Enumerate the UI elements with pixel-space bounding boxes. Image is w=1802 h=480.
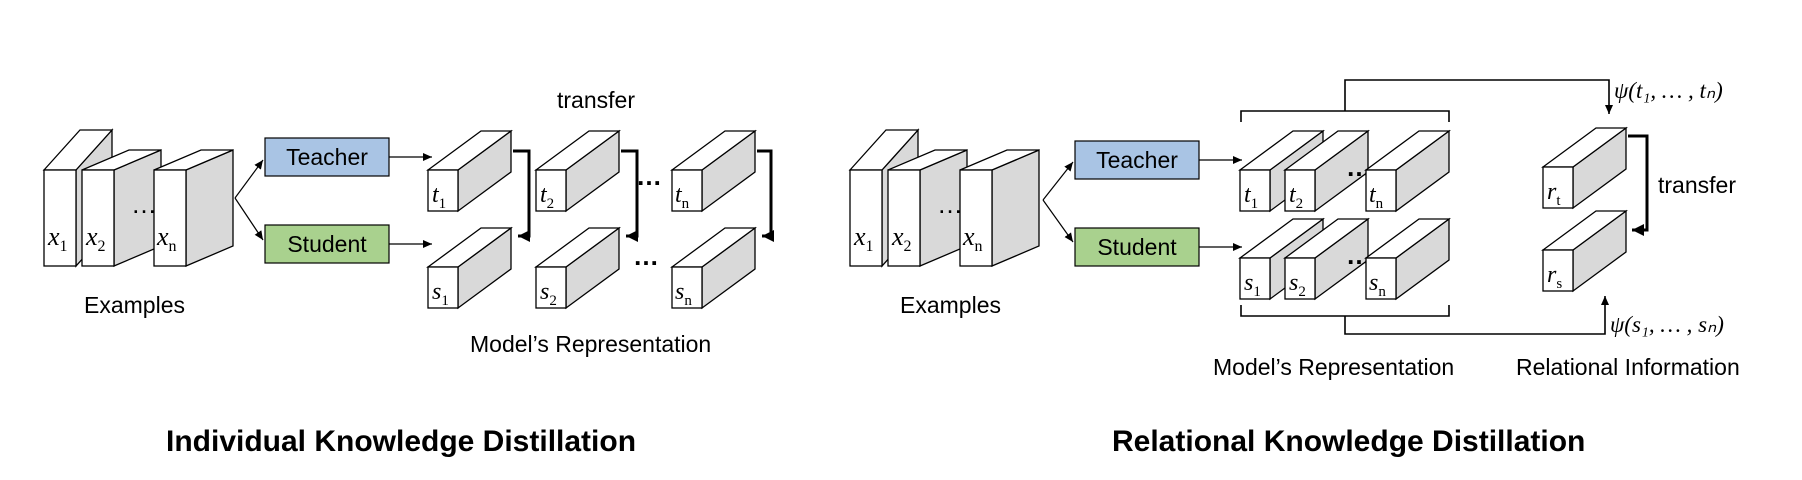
x1-label: x1 [47,222,68,255]
examples-to-student-line [234,197,264,241]
teacher-rep-cube-t1: t1 [426,129,513,213]
student-rep-cube-sn: sn [670,226,757,310]
teacher-rep-cube-t2: t2 [534,129,621,213]
student-label: Student [1097,234,1177,260]
examples-to-student-line [1042,199,1074,243]
relational-transfer-arrow [1628,134,1649,236]
x2-label: x2 [85,222,106,255]
student-box: Student [1074,227,1200,267]
student-rep-cube-s1: s1 [1238,217,1325,301]
student-label: Student [287,231,367,257]
s2-label: s2 [540,279,557,309]
t1-label: t1 [432,182,446,212]
student-rep-bracket [1240,305,1450,317]
teacher-box: Teacher [1074,140,1200,180]
relational-cube-rt: rt [1541,126,1628,210]
xn-label: xn [156,222,177,255]
teacher-label: Teacher [1096,147,1178,173]
tn-label: tn [675,182,690,212]
relational-cube-rs: rs [1541,209,1628,293]
model-representation-label: Model’s Representation [470,331,711,357]
t2-label: t2 [1289,182,1303,212]
student-rep-cube-s2: s2 [1283,217,1370,301]
tn-label: tn [1369,182,1384,212]
teacher-label: Teacher [286,144,368,170]
rs-label: rs [1547,262,1562,292]
transfer-arrow-2 [621,149,639,242]
s1-label: s1 [1244,270,1261,300]
example-cube-x2: x2 [81,149,162,267]
relational-kd-title: Relational Knowledge Distillation [1112,425,1585,458]
student-rep-cube-s1: s1 [426,226,513,310]
teacher-box: Teacher [264,137,390,177]
examples-ellipsis: … [131,189,157,219]
example-cube-xn: xn [153,149,234,267]
relational-information-label: Relational Information [1516,354,1740,380]
model-representation-label: Model’s Representation [1213,354,1454,380]
relational-transfer-label: transfer [1658,172,1736,198]
individual-kd-title: Individual Knowledge Distillation [166,425,636,458]
x2-label: x2 [891,222,912,255]
example-cube-x2: x2 [887,149,968,267]
s2-label: s2 [1289,270,1306,300]
sn-label: sn [1369,270,1386,300]
relational-kd-panel: x1 x2 … xn Examples Teacher Student [848,78,1740,458]
teacher-rep-cube-tn: tn [1364,129,1451,213]
transfer-label: transfer [557,87,635,113]
t2-label: t2 [540,182,554,212]
psi-student-label: ψ(s₁, … , sₙ) [1610,312,1724,337]
examples-label: Examples [84,292,185,318]
xn-label: xn [962,222,983,255]
teacher-rep-bracket [1240,110,1450,122]
teacher-rep-cube-tn: tn [670,129,757,213]
t1-label: t1 [1244,182,1258,212]
transfer-arrow-1 [513,149,531,242]
student-rep-cube-sn: sn [1364,217,1451,301]
teacher-rep-ellipsis: … [636,161,662,191]
individual-kd-panel: x1 x2 … xn Examples Teacher Student [42,87,774,458]
s1-label: s1 [432,279,449,309]
psi-teacher-label: ψ(t₁, … , tₙ) [1614,78,1723,103]
examples-ellipsis: … [937,189,963,219]
student-rep-ellipsis: … [633,241,659,271]
transfer-arrow-n [757,149,774,242]
student-box: Student [264,224,390,264]
x1-label: x1 [853,222,874,255]
examples-label: Examples [900,292,1001,318]
teacher-relation-connector [1344,79,1613,114]
teacher-rep-cube-t2: t2 [1283,129,1370,213]
examples-to-teacher-line [1042,161,1074,201]
student-rep-cube-s2: s2 [534,226,621,310]
examples-to-teacher-line [234,159,264,199]
example-cube-xn: xn [959,149,1040,267]
student-relation-connector [1344,296,1609,335]
rt-label: rt [1547,179,1561,209]
sn-label: sn [675,279,692,309]
